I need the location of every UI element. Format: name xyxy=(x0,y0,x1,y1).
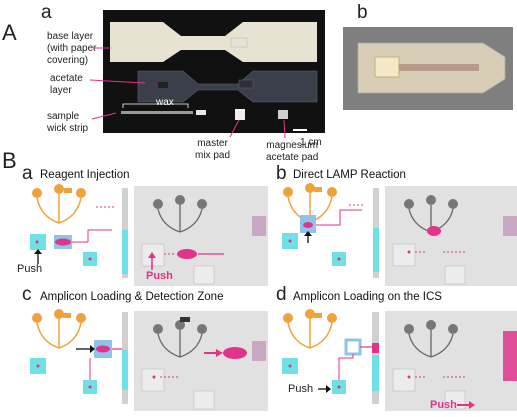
acetate-layer-shape xyxy=(137,70,318,103)
master-mix-label: master mix pad xyxy=(195,138,231,161)
device-layers-photo xyxy=(103,10,325,133)
sub-c-photo xyxy=(133,310,269,412)
device-strip xyxy=(399,64,479,71)
sub-b-title: Direct LAMP Reaction xyxy=(293,169,406,181)
assembled-device-drawing xyxy=(357,42,506,94)
sub-c-photo-blob xyxy=(223,347,247,359)
sub-a-magenta-blob xyxy=(55,238,71,246)
sub-c-schematic xyxy=(30,308,128,404)
sub-a-push-label: Push xyxy=(17,263,43,275)
sub-d-photo xyxy=(384,310,517,412)
sub-d-schematic xyxy=(282,308,379,404)
wax-bracket xyxy=(122,103,189,108)
magnesium-label: magnesium acetate pad xyxy=(266,140,319,163)
sub-d-photo-strip xyxy=(503,331,517,381)
wick-strip xyxy=(121,111,193,114)
sub-a-schematic xyxy=(30,183,128,278)
sub-c-letter: c xyxy=(22,284,32,305)
sub-b-photo-blob xyxy=(427,226,441,236)
device-layers-drawing xyxy=(110,22,318,131)
panel-A-sub-b-label: b xyxy=(357,2,368,23)
base-layer-body xyxy=(110,22,317,62)
sub-d-title: Amplicon Loading on the ICS xyxy=(293,291,442,303)
sub-a-title: Reagent Injection xyxy=(40,169,130,181)
assembled-device-photo xyxy=(343,27,513,110)
wick-end xyxy=(196,110,206,115)
sub-b-schematic xyxy=(282,182,379,278)
acetate-window-2 xyxy=(238,79,254,89)
sub-c-title: Amplicon Loading & Detection Zone xyxy=(40,291,224,303)
panel-A-sub-a-label: a xyxy=(41,2,52,23)
sub-d-letter: d xyxy=(276,284,287,305)
acetate-layer-label: acetate layer xyxy=(50,73,83,96)
sub-a-photo-blob xyxy=(177,249,197,259)
sub-a-photo xyxy=(133,185,269,287)
master-mix-pad-shape xyxy=(235,109,245,120)
sub-b-letter: b xyxy=(276,163,287,184)
wax-label: wax xyxy=(156,97,174,108)
scale-bar xyxy=(293,129,307,131)
scale-label: 1 cm xyxy=(300,137,322,148)
acetate-window-1 xyxy=(158,82,168,88)
panel-A-label: A xyxy=(2,20,17,45)
base-layer-label: base layer (with paper covering) xyxy=(47,31,97,66)
sub-a-photo-push-label: Push xyxy=(146,270,173,282)
sub-d-photo-push-label: Push xyxy=(430,399,457,411)
base-layer-window xyxy=(230,37,248,48)
panel-B-label: B xyxy=(2,148,17,173)
sub-a-letter: a xyxy=(22,163,33,184)
sample-wick-label: sample wick strip xyxy=(47,111,89,134)
sub-d-push-label: Push xyxy=(288,383,314,395)
magnesium-pad-shape xyxy=(278,110,288,119)
sub-b-photo xyxy=(384,185,517,287)
